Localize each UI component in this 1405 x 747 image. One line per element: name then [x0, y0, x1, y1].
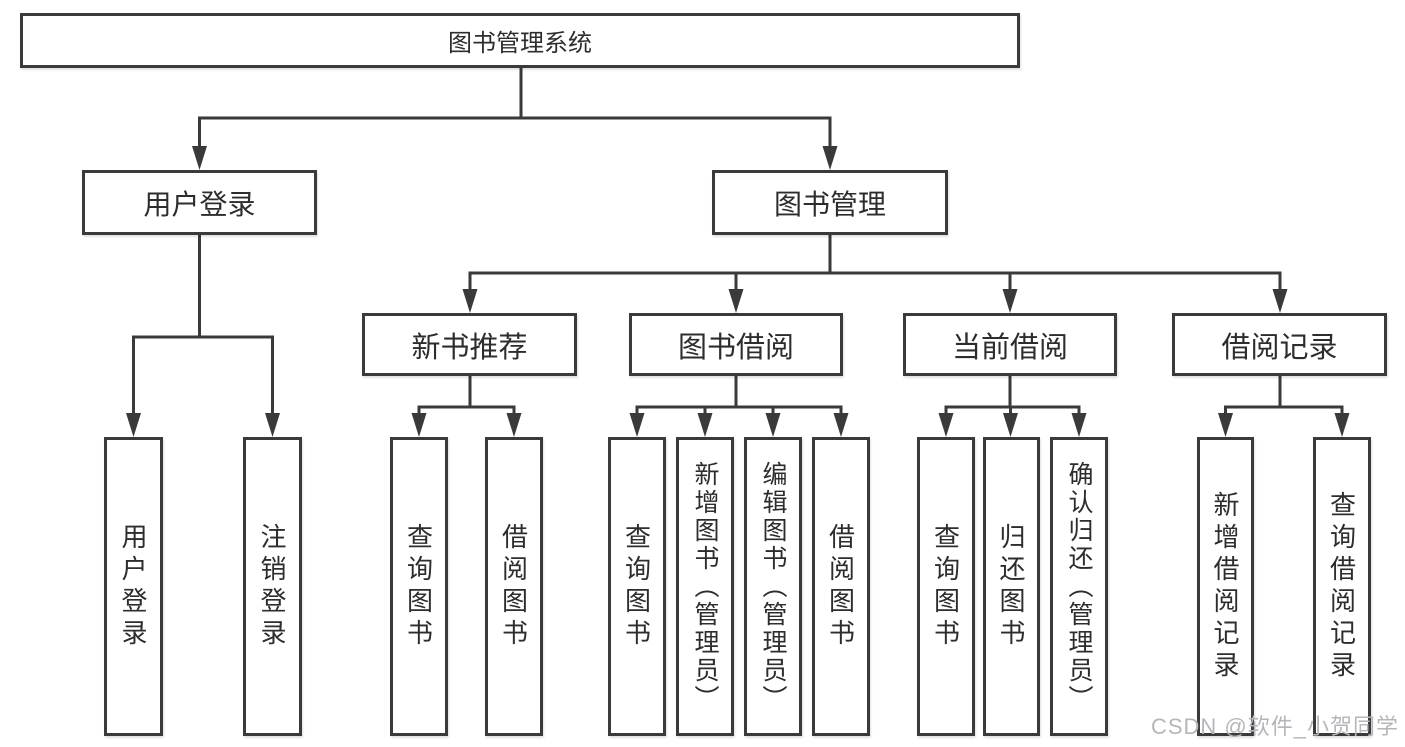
- node-label: 图书借阅: [677, 331, 794, 364]
- leaf-edit-books-admin: 编辑图书（管理员）: [744, 437, 802, 736]
- leaf-label: 新增借阅记录: [1210, 490, 1240, 683]
- node-borrowing-records: 借阅记录: [1172, 313, 1387, 376]
- node-library-management-system: 图书管理系统: [20, 13, 1020, 68]
- leaf-label: 确认归还（管理员）: [1065, 460, 1093, 713]
- leaf-label: 查询图书: [621, 522, 652, 651]
- node-label: 新书推荐: [411, 331, 528, 364]
- leaf-label: 借阅图书: [498, 522, 529, 651]
- leaf-query-books-current: 查询图书: [917, 437, 975, 736]
- leaf-return-books: 归还图书: [983, 437, 1040, 736]
- leaf-query-books-borrow: 查询图书: [608, 437, 666, 736]
- leaf-label: 用户登录: [118, 522, 148, 651]
- leaf-label: 查询图书: [403, 522, 434, 651]
- leaf-confirm-return-admin: 确认归还（管理员）: [1050, 437, 1108, 736]
- node-label: 图书管理系统: [448, 30, 592, 57]
- leaf-label: 注销登录: [257, 522, 287, 651]
- leaf-query-borrow-record: 查询借阅记录: [1313, 437, 1371, 736]
- node-current-borrowing: 当前借阅: [903, 313, 1117, 376]
- leaf-label: 查询借阅记录: [1326, 490, 1357, 683]
- leaf-label: 归还图书: [996, 522, 1026, 651]
- arrowhead-group: [126, 146, 1350, 437]
- leaf-add-books-admin: 新增图书（管理员）: [676, 437, 734, 736]
- node-book-borrowing: 图书借阅: [629, 313, 843, 376]
- leaf-add-borrow-record: 新增借阅记录: [1197, 437, 1254, 736]
- node-label: 借阅记录: [1221, 331, 1338, 364]
- node-new-book-recommend: 新书推荐: [362, 313, 577, 376]
- leaf-label: 借阅图书: [825, 522, 856, 651]
- leaf-borrow-books-recommend: 借阅图书: [485, 437, 543, 736]
- node-label: 当前借阅: [951, 331, 1068, 364]
- node-label: 图书管理: [773, 188, 886, 220]
- leaf-borrow-books: 借阅图书: [812, 437, 870, 736]
- leaf-logout: 注销登录: [243, 437, 302, 736]
- leaf-label: 查询图书: [930, 522, 961, 651]
- leaf-user-login: 用户登录: [104, 437, 163, 736]
- leaf-label: 新增图书（管理员）: [691, 460, 719, 713]
- node-label: 用户登录: [143, 188, 256, 220]
- node-book-management: 图书管理: [712, 170, 948, 235]
- leaf-label: 编辑图书（管理员）: [759, 460, 787, 713]
- leaf-query-books-recommend: 查询图书: [390, 437, 448, 736]
- csdn-watermark: CSDN @软件_小贺同学: [1150, 714, 1399, 739]
- node-user-login: 用户登录: [82, 170, 317, 235]
